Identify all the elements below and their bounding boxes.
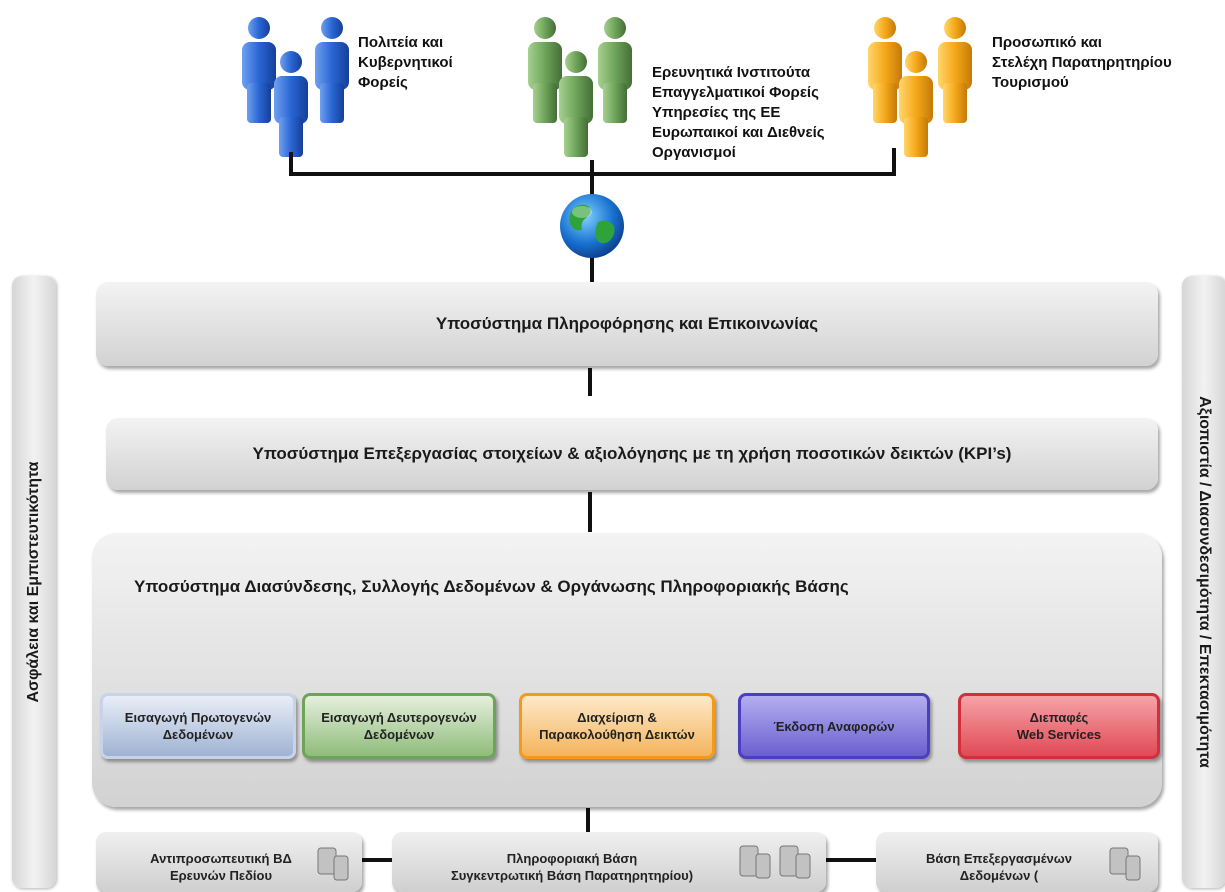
layer-processing-kpi: Υποσύστημα Επεξεργασίας στοιχείων & αξιο… (106, 418, 1158, 490)
globe-icon (560, 194, 624, 258)
db-processed-data: Βάση Επεξεργασμένων Δεδομένων ( (876, 832, 1158, 892)
people-icon-staff (868, 17, 972, 157)
group-label-research: Ερευνητικά Ινστιτούτα Επαγγελματικοί Φορ… (652, 64, 825, 161)
side-bar-reliability: Αξιοπιστία / Διασυνδεσιμότητα / Επεκτασι… (1182, 276, 1225, 888)
group-label-government: Πολιτεία και Κυβερνητικοί Φορείς (358, 34, 453, 91)
side-bar-security: Ασφάλεια και Εμπιστευτικότητα (12, 276, 56, 888)
side-label-security: Ασφάλεια και Εμπιστευτικότητα (25, 461, 42, 703)
group-label-staff: Προσωπικό και Στελέχη Παρατηρητηρίου Του… (992, 34, 1172, 91)
module-reports: Έκδοση Αναφορών (738, 693, 930, 759)
layer-info-communication: Υποσύστημα Πληροφόρησης και Επικοινωνίας (96, 282, 1158, 366)
people-icon-government (242, 17, 349, 157)
module-kpi-management: Διαχείριση &Παρακολούθηση Δεικτών (519, 693, 715, 759)
layer-integration-title: Υποσύστημα Διασύνδεσης, Συλλογής Δεδομέν… (134, 577, 849, 596)
people-icon-research (528, 17, 632, 157)
layer-integration: Υποσύστημα Διασύνδεσης, Συλλογής Δεδομέν… (92, 533, 1162, 807)
db-field-surveys: Αντιπροσωπευτική ΒΔ Ερευνών Πεδίου (96, 832, 362, 892)
side-label-reliability: Αξιοπιστία / Διασυνδεσιμότητα / Επεκτασι… (1196, 396, 1213, 768)
db-information-base: Πληροφοριακή Βάση Συγκεντρωτική Βάση Παρ… (392, 832, 826, 892)
